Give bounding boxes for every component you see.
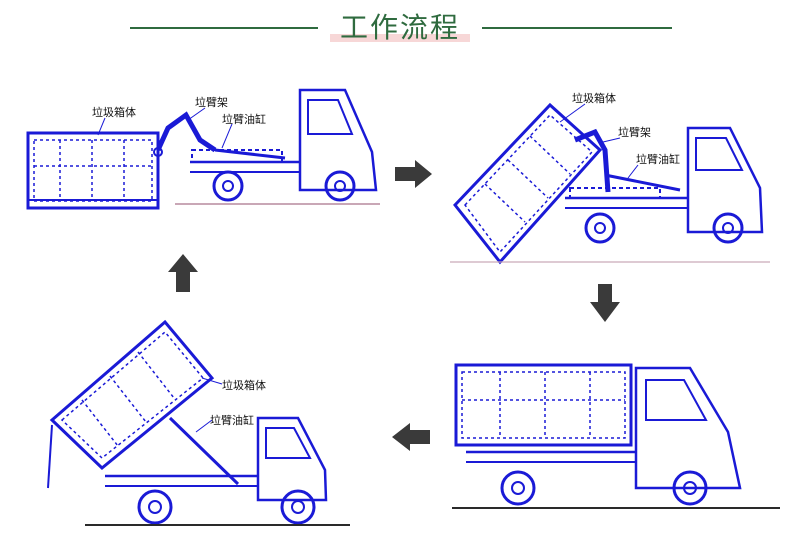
panel-4-truck: [105, 416, 328, 525]
panel-2-truck: [565, 126, 764, 244]
arrow-up-icon: [168, 254, 198, 292]
panel-2-box-lifting: [453, 102, 603, 265]
panel-4-label-box: 垃圾箱体: [222, 378, 266, 392]
panel-4-label-cylinder: 垃臂油缸: [210, 413, 254, 427]
panel-1-label-box: 垃圾箱体: [92, 105, 136, 119]
page-title: 工作流程: [339, 11, 460, 44]
panel-1-box-detached: [26, 131, 160, 210]
panel-2-leaders: [559, 103, 639, 179]
panel-4-leaders: [195, 377, 223, 433]
panel-1-label-cylinder: 垃臂油缸: [222, 112, 266, 126]
arrow-left-icon: [392, 423, 430, 451]
title-highlight: [330, 34, 470, 42]
arrow-right-icon: [395, 160, 432, 188]
title-divider-right: [482, 27, 672, 29]
panel-2-label-box: 垃圾箱体: [572, 91, 616, 105]
arrow-down-icon: [590, 284, 620, 322]
panel-1-label-arm: 垃臂架: [195, 95, 228, 109]
panel-4-box-dumping: [47, 319, 215, 489]
panel-1-leaders: [97, 107, 233, 149]
panel-2-label-arm: 垃臂架: [618, 125, 651, 139]
title-bar: 工作流程: [0, 0, 800, 50]
title-divider-left: [130, 27, 318, 29]
panel-1-truck: [153, 88, 378, 202]
panel-3-loaded-truck: [454, 363, 742, 506]
panel-2-label-cylinder: 垃臂油缸: [636, 152, 680, 166]
